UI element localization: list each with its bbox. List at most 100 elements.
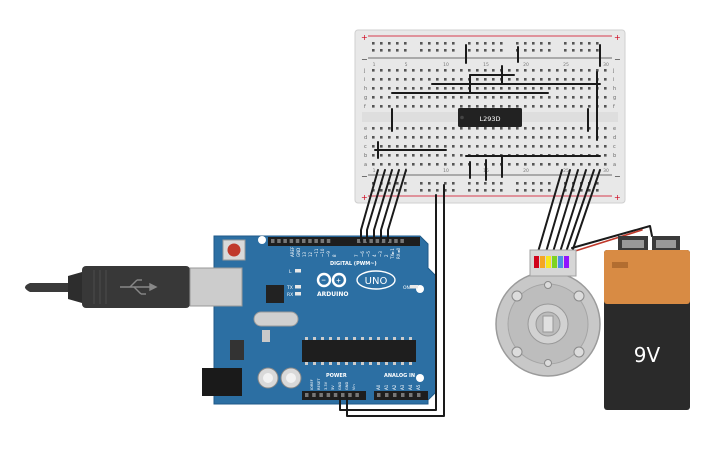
svg-text:5: 5: [405, 62, 408, 68]
svg-text:12: 12: [308, 251, 313, 257]
svg-text:L: L: [289, 269, 292, 275]
svg-text:f: f: [364, 104, 366, 110]
usb-cable-boot: [68, 272, 82, 303]
rail-plus-top: +: [361, 33, 368, 42]
motor-connector-pins: [534, 256, 569, 268]
svg-text:~10: ~10: [320, 248, 325, 257]
svg-text:c: c: [613, 144, 616, 150]
rail-minus-top: −: [361, 55, 368, 64]
breadboard-jumpers: [374, 44, 601, 181]
wire-d4: [380, 169, 400, 242]
motor-shaft: [542, 315, 554, 333]
column-numbers: 1 5 10 15 20 25 30 1 5 10 15 20 25 30: [373, 62, 609, 174]
regulator: [230, 340, 244, 360]
capacitor-small: [262, 330, 270, 342]
digital-label: DIGITAL (PWM~): [330, 261, 377, 267]
svg-text:10: 10: [443, 62, 449, 68]
wire-motor-3: [552, 169, 579, 253]
svg-text:A3: A3: [400, 384, 405, 390]
usb-chip: [266, 285, 284, 303]
usb-cable[interactable]: [0, 266, 227, 308]
board-usb-port: [189, 267, 243, 307]
crystal: [253, 311, 299, 327]
svg-text:g: g: [364, 95, 367, 101]
motor-screws: [511, 281, 585, 367]
wire-d5: [373, 169, 393, 242]
chip-label: L293D: [479, 115, 500, 123]
svg-text:20: 20: [523, 62, 529, 68]
wire-gnd: [346, 184, 445, 417]
uno-text: UNO: [365, 276, 388, 287]
rail-plus-bottom-right: +: [614, 193, 621, 202]
svg-text:2: 2: [384, 254, 389, 257]
svg-text:A4: A4: [408, 384, 413, 390]
svg-text:4: 4: [372, 254, 377, 257]
svg-text:g: g: [613, 95, 616, 101]
atmega-pins: [305, 337, 412, 365]
svg-text:A5: A5: [416, 384, 421, 390]
svg-text:~6: ~6: [360, 251, 365, 257]
rail-plus-bottom: +: [361, 193, 368, 202]
row-letters-right: j i h g f e d c b a: [612, 68, 616, 168]
svg-text:+: +: [336, 278, 341, 285]
svg-text:25: 25: [563, 62, 569, 68]
svg-text:f: f: [613, 104, 615, 110]
svg-text:7: 7: [354, 254, 359, 257]
wires: [339, 169, 653, 417]
svg-text:b: b: [613, 153, 616, 159]
svg-text:IOREF: IOREF: [310, 379, 314, 390]
svg-text:5V: 5V: [331, 385, 335, 390]
mount-hole-3: [416, 374, 424, 382]
usb-cable-strain: [25, 283, 70, 292]
power-label: POWER: [326, 373, 347, 379]
svg-text:RX: RX: [287, 292, 293, 298]
svg-text:~3: ~3: [378, 251, 383, 257]
usb-trident-icon: [120, 279, 158, 295]
chip-body: [458, 108, 522, 127]
battery-9v[interactable]: 9V: [604, 236, 690, 410]
svg-text:h: h: [364, 86, 367, 92]
bottom-header-holes: [305, 393, 421, 397]
analog-pin-labels: A0 A1 A2 A3 A4 A5: [376, 384, 421, 390]
svg-text:20: 20: [523, 168, 529, 174]
analog-label: ANALOG IN: [384, 373, 415, 379]
dc-motor-encoder[interactable]: [495, 249, 601, 377]
svg-text:d: d: [364, 135, 367, 141]
uno-badge: [356, 270, 396, 290]
svg-text:13: 13: [302, 251, 307, 257]
svg-text:e: e: [613, 126, 616, 132]
svg-text:30: 30: [603, 62, 609, 68]
svg-text:30: 30: [603, 168, 609, 174]
svg-text:8: 8: [332, 254, 337, 257]
arduino-uno-board[interactable]: AREF GND 13 12 ~11 ~10 ~9 8 7 ~6 ~5 4 ~3…: [189, 235, 437, 405]
svg-text:10: 10: [443, 168, 449, 174]
arduino-wordmark: ARDUINO: [317, 291, 348, 298]
svg-text:15: 15: [483, 62, 489, 68]
svg-text:h: h: [613, 86, 616, 92]
svg-text:j: j: [363, 68, 365, 74]
wire-d6: [366, 169, 386, 242]
svg-text:GND: GND: [296, 248, 301, 257]
svg-text:c: c: [364, 144, 367, 150]
svg-text:RESET: RESET: [317, 378, 321, 390]
svg-text:GND: GND: [338, 382, 342, 390]
svg-text:d: d: [613, 135, 616, 141]
digital-pin-labels: AREF GND 13 12 ~11 ~10 ~9 8 7 ~6 ~5 4 ~3…: [290, 246, 401, 260]
breadboard[interactable]: + + + + − − − − j i h g f e d c b a j i …: [354, 29, 626, 204]
reset-button[interactable]: [227, 243, 241, 257]
svg-text:ON: ON: [403, 285, 410, 291]
svg-text:j: j: [612, 68, 614, 74]
svg-text:1: 1: [373, 168, 376, 174]
arduino-logo: − + ARDUINO UNO: [316, 270, 396, 298]
digital-header-holes: [271, 239, 404, 243]
rail-minus-top-right: −: [614, 55, 621, 64]
svg-text:A2: A2: [392, 384, 397, 390]
wire-motor-5: [565, 169, 595, 253]
infinity-icon: [316, 272, 347, 288]
l293d-chip[interactable]: L293D: [458, 108, 522, 127]
svg-text:3.3V: 3.3V: [324, 381, 328, 390]
rail-plus-top-right: +: [614, 33, 621, 42]
svg-text:TX►1: TX►1: [390, 248, 395, 260]
status-leds: L TX RX ON: [286, 269, 418, 298]
digital-header: [268, 237, 420, 246]
